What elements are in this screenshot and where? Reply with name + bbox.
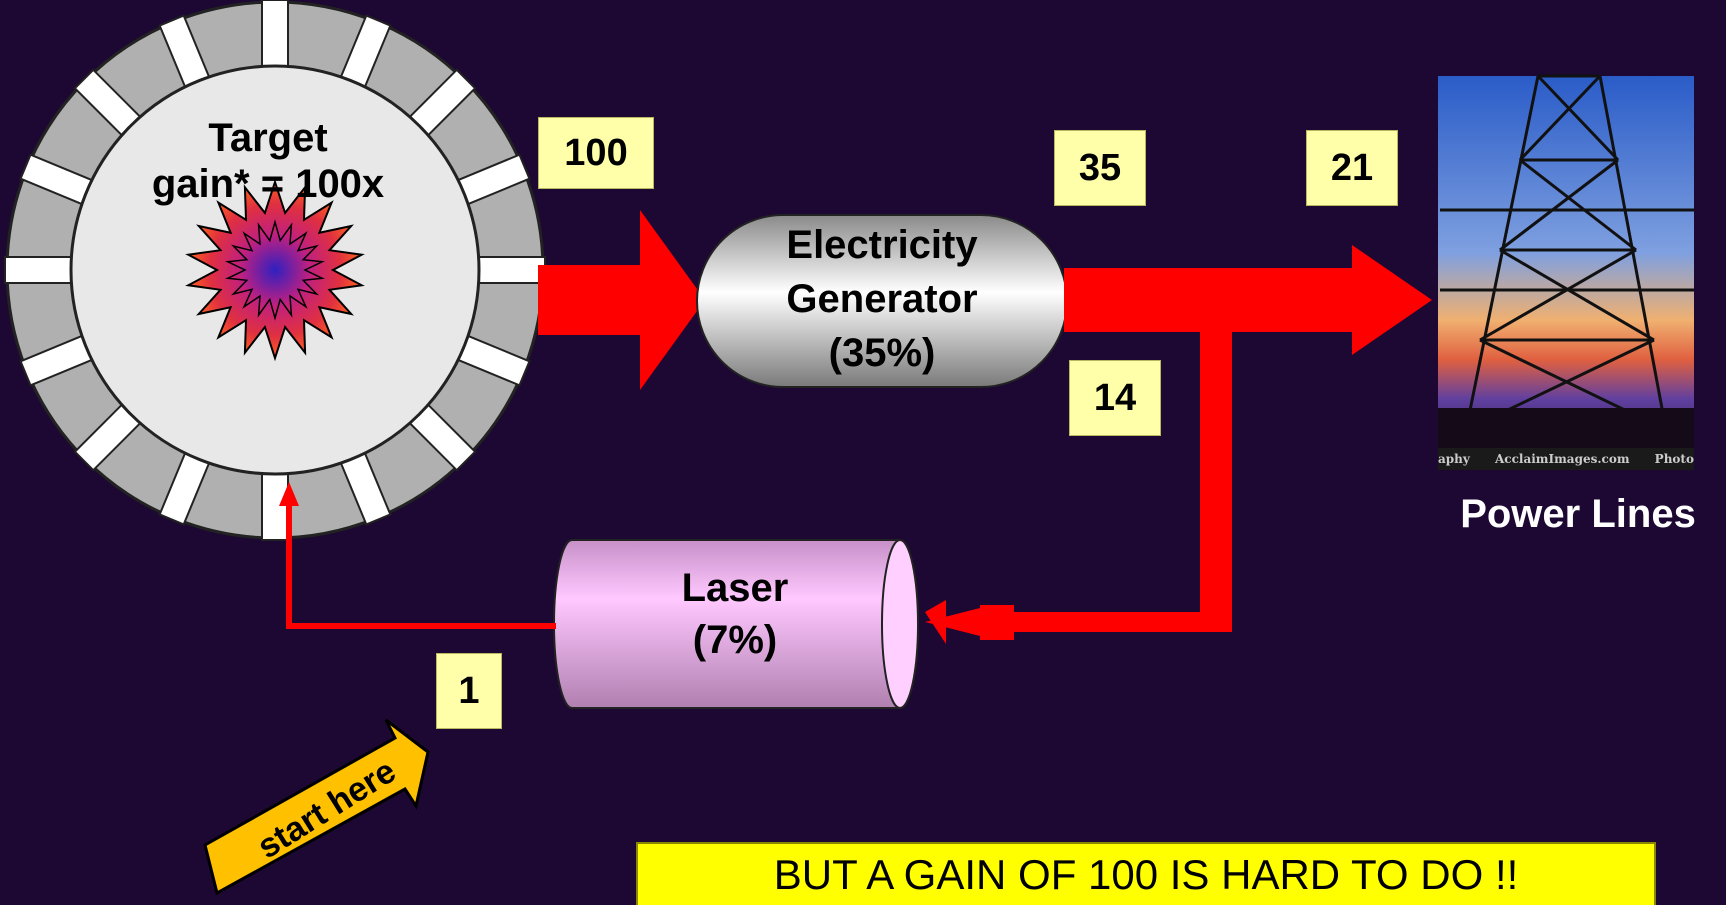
- arrow-branch-to-laser: [925, 322, 1232, 644]
- target-title-line2: gain* = 100x: [151, 162, 385, 206]
- value-to-power-lines: 21: [1306, 130, 1398, 206]
- chamber-port: [4, 256, 74, 284]
- value-laser-output: 1: [436, 653, 502, 729]
- generator-line1: Electricity: [786, 223, 978, 267]
- generator-line3: (35%): [828, 331, 936, 375]
- tower-icon: [1440, 74, 1694, 432]
- chamber-ports: [4, 0, 546, 541]
- power-lines-photo: [1438, 74, 1694, 470]
- arrow-generator-to-power-lines: [1064, 245, 1432, 355]
- photo-credit: aphy AcclaimImages.com Photo: [1438, 452, 1694, 470]
- laser-line2: (7%): [692, 618, 778, 662]
- fusion-burst-icon: [185, 178, 365, 362]
- photo-credit-left: aphy: [1438, 452, 1470, 466]
- arrow-target-to-generator: [538, 210, 705, 390]
- value-target-output: 100: [538, 117, 654, 189]
- target-title-line1: Target: [208, 116, 328, 160]
- start-here-arrow-icon: [203, 718, 430, 896]
- target-title: Target gain* = 100x: [148, 115, 388, 207]
- chamber-port: [476, 256, 546, 284]
- generator-line2: Generator: [786, 277, 978, 321]
- target-chamber: [4, 0, 546, 541]
- chamber-port: [261, 0, 289, 69]
- bottom-note: BUT A GAIN OF 100 IS HARD TO DO !!: [636, 842, 1656, 905]
- generator-label: Electricity Generator (35%): [737, 218, 1027, 380]
- value-generator-output: 35: [1054, 130, 1146, 206]
- fusion-burst-inner-icon: [224, 219, 326, 321]
- value-to-laser: 14: [1069, 360, 1161, 436]
- laser-cylinder: [553, 539, 919, 709]
- arrow-laser-to-target: [279, 482, 556, 629]
- photo-credit-right: Photo: [1654, 452, 1694, 466]
- laser-label: Laser (7%): [620, 562, 850, 666]
- power-lines-caption: Power Lines: [1460, 492, 1696, 536]
- laser-line1: Laser: [681, 566, 789, 610]
- photo-credit-mid: AcclaimImages.com: [1494, 452, 1630, 466]
